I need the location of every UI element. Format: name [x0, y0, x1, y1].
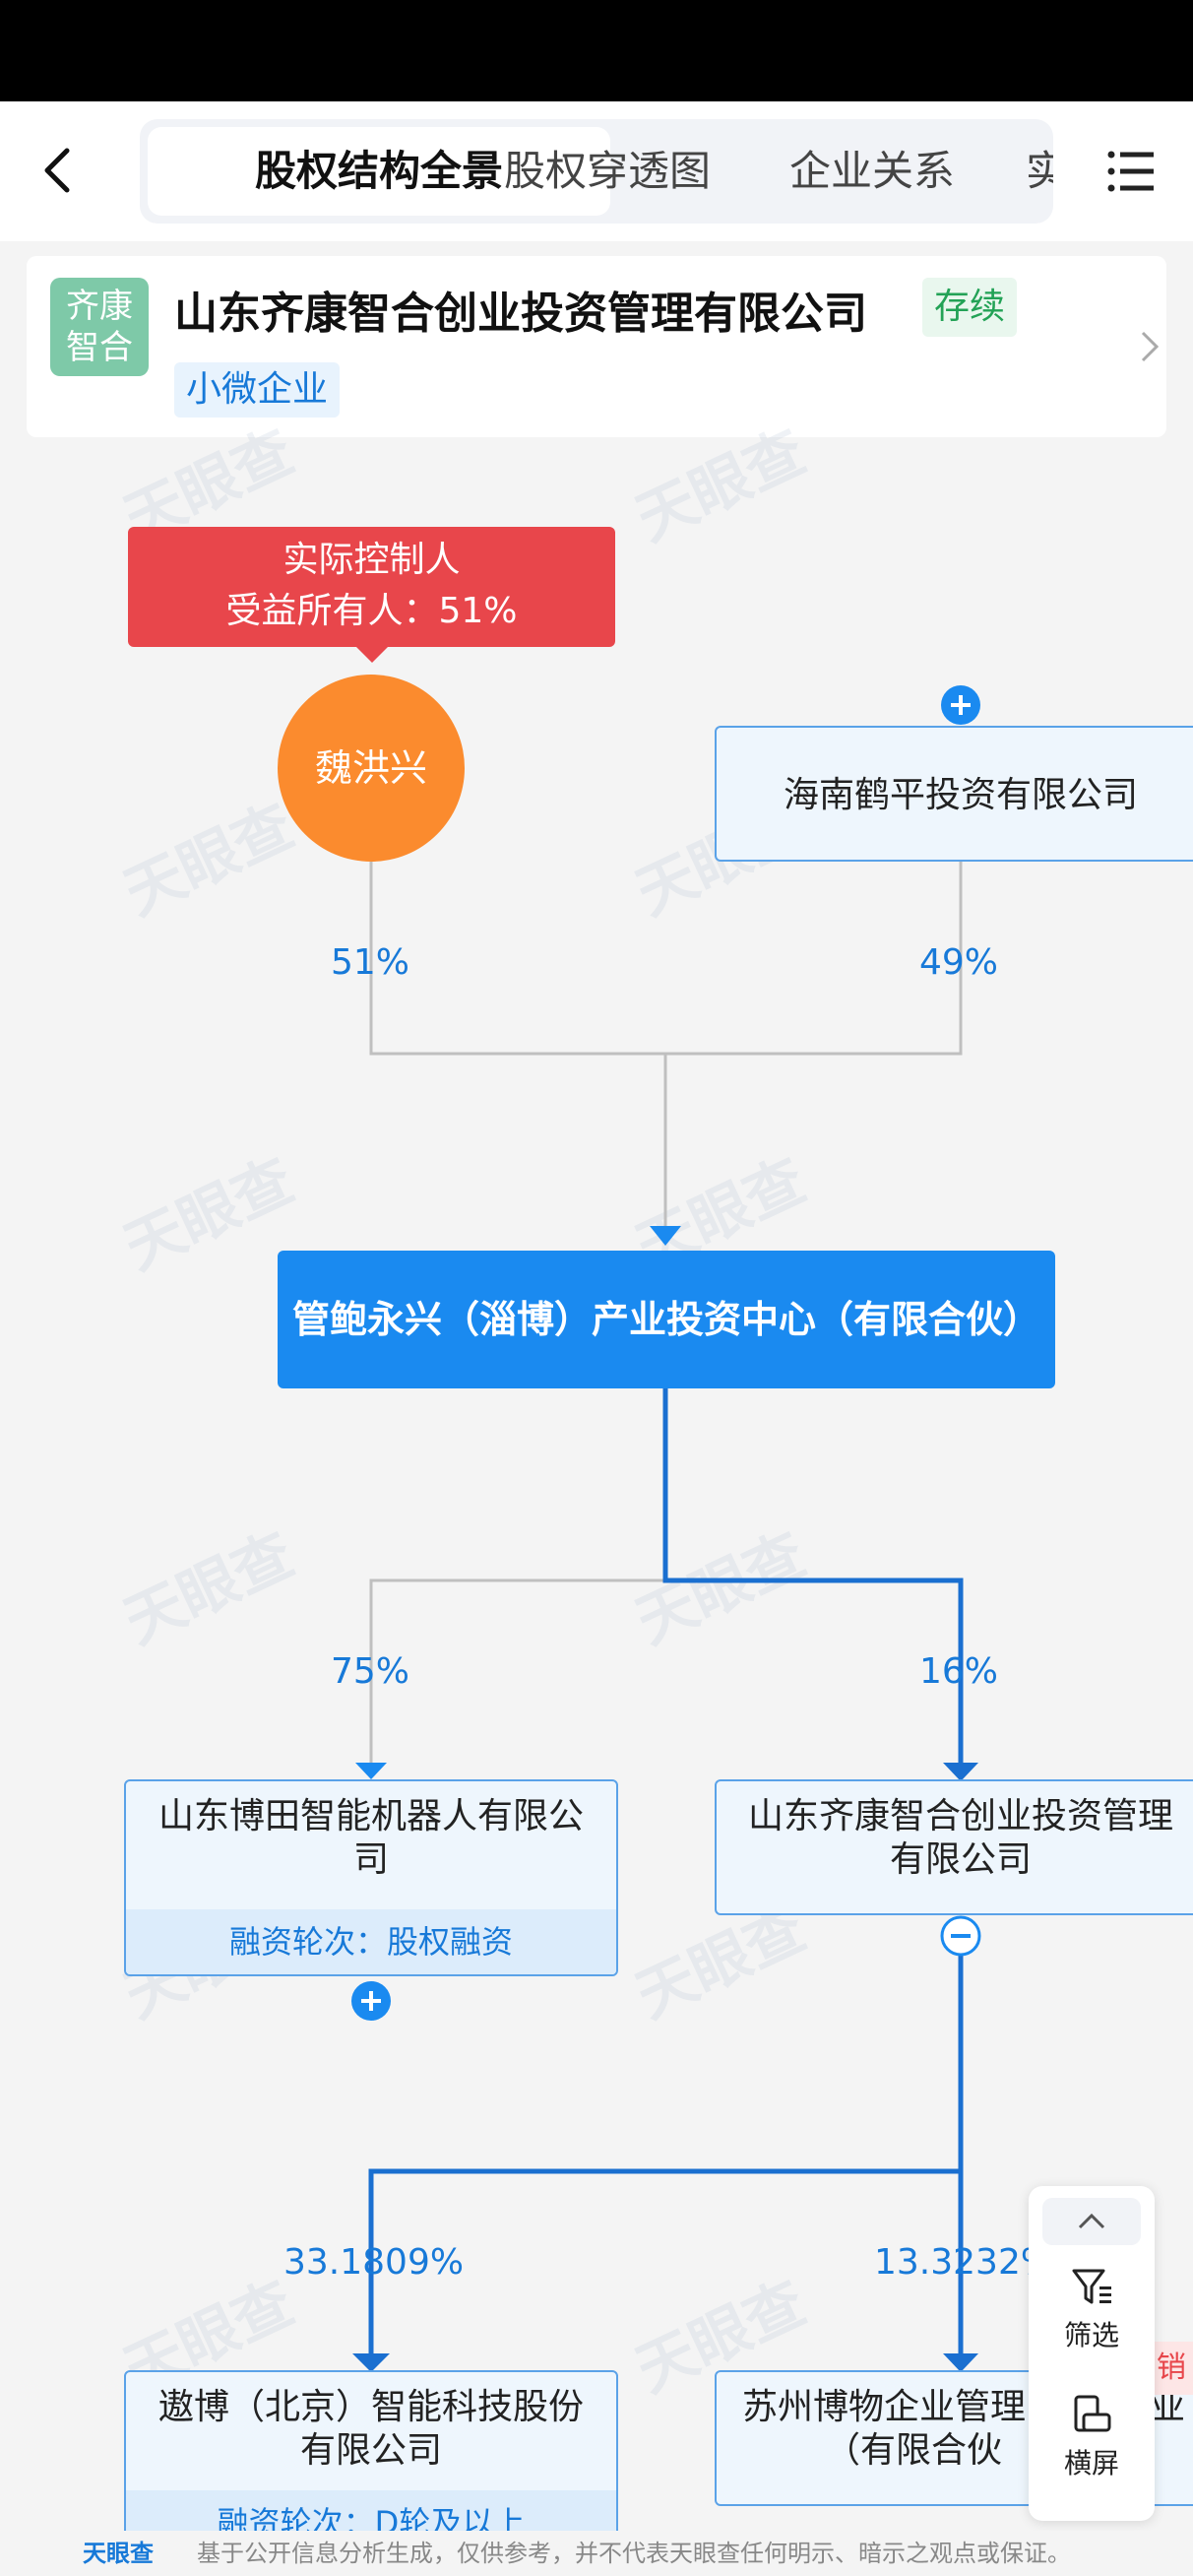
tab-equity-penetration[interactable]: 股权穿透图 — [504, 147, 712, 195]
company-card[interactable]: 齐康 智合 山东齐康智合创业投资管理有限公司 存续 小微企业 — [27, 256, 1166, 437]
investee-name-line-1: 苏州博物企业管理 — [742, 2387, 1027, 2427]
expand-plus-icon[interactable] — [350, 1980, 392, 2022]
collapse-minus-icon[interactable] — [940, 1915, 981, 1957]
filter-label: 筛选 — [1063, 2319, 1119, 2351]
chevron-right-icon — [1141, 331, 1160, 362]
filter-button[interactable]: 筛选 — [1029, 2265, 1155, 2353]
target-name-line-1: 山东齐康智合创业投资管理 — [747, 1796, 1173, 1836]
status-bar — [0, 0, 1193, 101]
beneficial-owner-percent: 受益所有人：51% — [225, 591, 518, 631]
chevron-up-icon[interactable] — [1042, 2198, 1141, 2245]
shareholder-name: 海南鹤平投资有限公司 — [783, 775, 1138, 815]
equity-diagram: 天眼查 天眼查 天眼查 天眼查 天眼查 天眼查 天眼查 天眼查 天眼查 天眼查 … — [0, 418, 1193, 2557]
target-name-line-2: 有限公司 — [889, 1839, 1032, 1880]
floating-tool-panel: 筛选 横屏 — [1029, 2186, 1155, 2521]
footer-disclaimer: 天眼查 基于公开信息分析生成，仅供参考，并不代表天眼查任何明示、暗示之观点或保证… — [0, 2531, 1193, 2576]
footer-logo: 天眼查 — [83, 2540, 154, 2567]
target-company-node[interactable]: 山东齐康智合创业投资管理 有限公司 — [715, 1779, 1193, 1915]
tab-equity-structure[interactable]: 股权结构全景 — [148, 127, 610, 216]
company-logo: 齐康 智合 — [50, 278, 149, 376]
subsidiary-name-line-2: 司 — [352, 1839, 389, 1880]
tab-enterprise-relations[interactable]: 企业关系 — [789, 147, 956, 195]
rotate-screen-icon — [1074, 2395, 1111, 2432]
percent-label: 16% — [919, 1651, 999, 1692]
percent-label: 13.3232% — [874, 2242, 1055, 2283]
person-node[interactable]: 魏洪兴 — [278, 675, 465, 862]
percent-label: 33.1809% — [283, 2242, 465, 2283]
status-badge: 存续 — [922, 278, 1018, 337]
connector-lines — [352, 862, 978, 2372]
investee-node[interactable]: 遨博（北京）智能科技股份 有限公司 融资轮次：D轮及以上 — [124, 2370, 618, 2557]
deregistered-badge: 销 — [1150, 2342, 1193, 2395]
percent-label: 75% — [331, 1651, 410, 1692]
top-nav: 股权结构全景 股权穿透图 企业关系 实 — [0, 101, 1193, 241]
landscape-button[interactable]: 横屏 — [1029, 2393, 1155, 2481]
investee-name-line-2: （有限合伙 — [825, 2430, 1003, 2471]
logo-line-2: 智合 — [66, 328, 133, 367]
company-name: 山东齐康智合创业投资管理有限公司 — [174, 289, 867, 339]
tab-bar: 股权结构全景 股权穿透图 企业关系 实 — [140, 119, 1053, 224]
percent-label: 51% — [331, 942, 410, 983]
expand-plus-icon[interactable] — [940, 684, 981, 726]
subsidiary-name-line-1: 山东博田智能机器人有限公 — [157, 1796, 584, 1836]
controller-label-title: 实际控制人 — [283, 540, 461, 580]
filter-icon — [1072, 2269, 1111, 2304]
actual-controller-label: 实际控制人 受益所有人：51% — [128, 527, 615, 663]
investee-name-line-2: 有限公司 — [299, 2430, 442, 2471]
list-menu-icon[interactable] — [1106, 149, 1156, 194]
tab-more[interactable]: 实 — [1026, 147, 1053, 195]
company-tag-badge: 小微企业 — [174, 362, 341, 418]
subsidiary-node[interactable]: 山东博田智能机器人有限公 司 融资轮次：股权融资 — [124, 1779, 618, 1976]
main-partnership-node[interactable]: 管鲍永兴（淄博）产业投资中心（有限合伙） — [278, 1251, 1055, 1388]
percent-label: 49% — [919, 942, 999, 983]
landscape-label: 横屏 — [1063, 2447, 1119, 2479]
back-arrow-icon[interactable] — [30, 141, 89, 200]
shareholder-node[interactable]: 海南鹤平投资有限公司 — [715, 726, 1193, 862]
logo-line-1: 齐康 — [66, 287, 133, 326]
investee-name-line-1: 遨博（北京）智能科技股份 — [157, 2387, 584, 2427]
financing-round: 融资轮次：股权融资 — [126, 1909, 616, 1974]
footer-text: 基于公开信息分析生成，仅供参考，并不代表天眼查任何明示、暗示之观点或保证。 — [197, 2540, 1071, 2567]
